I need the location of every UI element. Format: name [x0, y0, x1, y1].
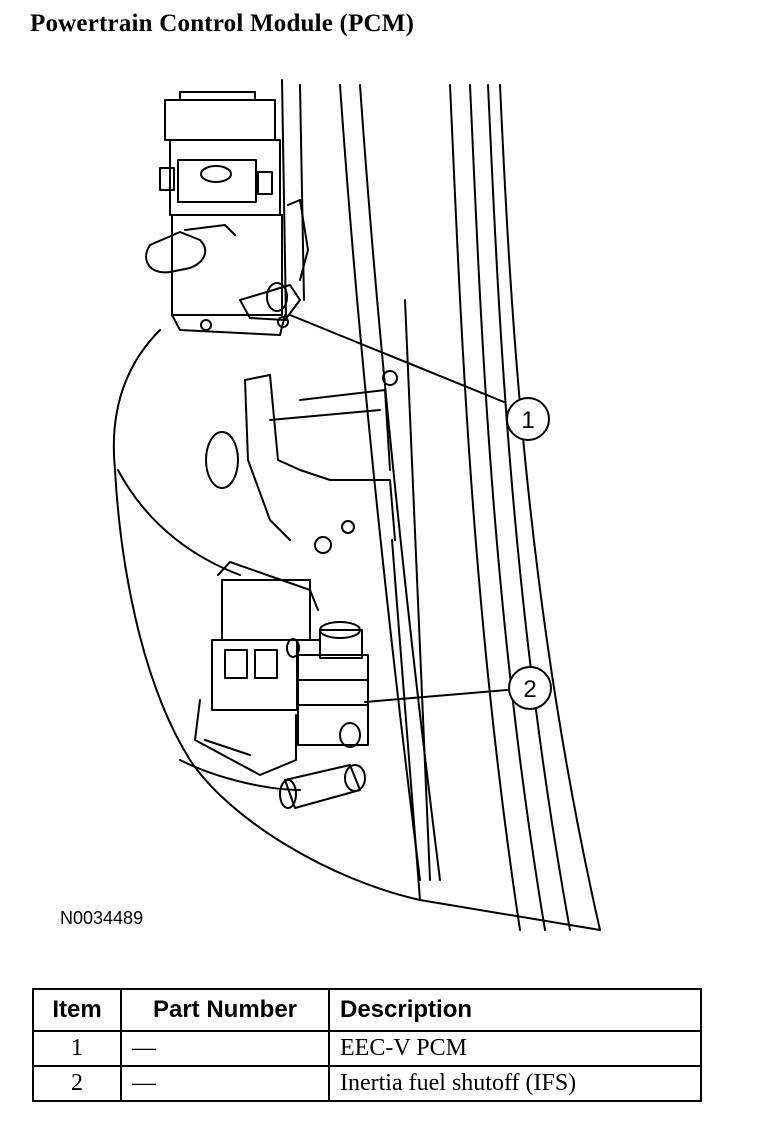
cell-item: 1 [32, 1030, 122, 1067]
cell-part-number: — [120, 1030, 330, 1067]
cell-part-number: — [120, 1065, 330, 1102]
callout-circle-2 [508, 666, 552, 710]
parts-table: Item Part Number Description 1 — EEC-V P… [32, 988, 702, 1102]
cell-item: 2 [32, 1065, 122, 1102]
pcm-module [145, 91, 309, 336]
callout-label-1: 1 [521, 407, 534, 434]
pcm-location-illustration: 1 2 [0, 60, 768, 940]
inner-panel [112, 329, 601, 931]
header-item: Item [32, 988, 122, 1032]
table-header-row: Item Part Number Description [32, 988, 702, 1032]
panel-holes [205, 370, 398, 554]
leader-lines [289, 314, 508, 703]
body-panel-outline [281, 79, 601, 931]
cell-description: Inertia fuel shutoff (IFS) [328, 1065, 702, 1102]
figure-id: N0034489 [60, 908, 144, 928]
callout-circle-1 [506, 397, 550, 441]
header-part-number: Part Number [120, 988, 330, 1032]
header-description: Description [328, 988, 702, 1032]
table-row: 1 — EEC-V PCM [32, 1030, 702, 1067]
table-row: 2 — Inertia fuel shutoff (IFS) [32, 1065, 702, 1102]
ifs-switch [194, 561, 369, 809]
page-title: Powertrain Control Module (PCM) [30, 10, 415, 37]
callout-label-2: 2 [523, 676, 536, 703]
cell-description: EEC-V PCM [328, 1030, 702, 1067]
